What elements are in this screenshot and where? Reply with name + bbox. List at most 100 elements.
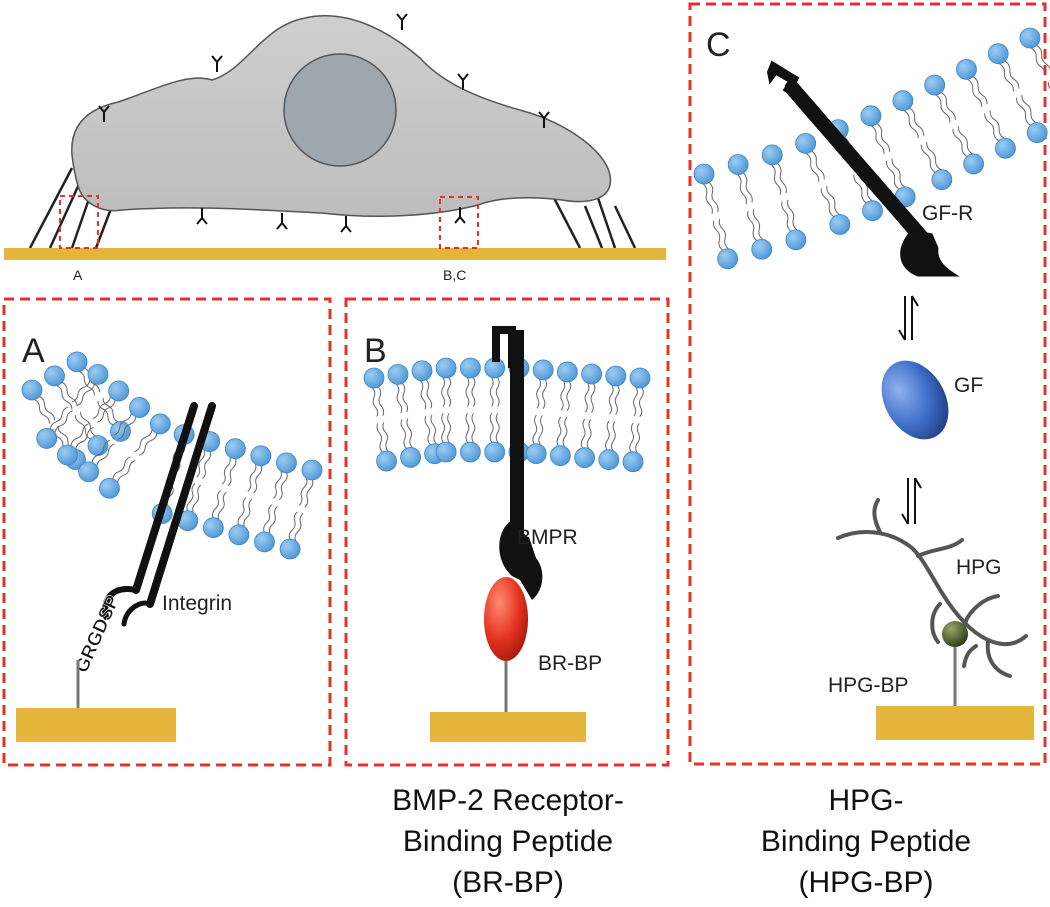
panel-a-lipid-head-bottom [87, 435, 109, 456]
substrate-b [430, 712, 586, 742]
panel-c-lipid-head-top [693, 163, 715, 185]
bmpr-receptor [492, 326, 543, 600]
callout-label-a: A [73, 267, 83, 283]
panel-a-letter: A [22, 332, 45, 370]
caption-c-line-2: Binding Peptide [761, 825, 971, 858]
substrate-a [16, 708, 176, 742]
panel-c-lipid-head-top [795, 132, 817, 154]
callout-label-bc: B,C [443, 267, 466, 283]
equilibrium-arrow-2 [901, 477, 922, 525]
panel-a-lipid-head-top [129, 397, 150, 418]
panel-b-lipid-head-bottom [484, 441, 506, 463]
panel-c-lipid-head-top [924, 74, 946, 96]
callout-box-a [59, 195, 99, 249]
panel-a-lipid-head-top [87, 363, 109, 385]
panel-b-lipid-head-top [581, 363, 602, 385]
panel-b-lipid-head-bottom [574, 447, 596, 469]
panel-a-lipid-head-top [301, 459, 323, 481]
caption-c: HPG- Binding Peptide (HPG-BP) [761, 784, 971, 899]
cell-overview: A B,C [4, 13, 666, 283]
panel-c-lipid-head-top [727, 154, 749, 175]
caption-c-line-3: (HPG-BP) [799, 866, 934, 899]
panel-c-lipid-head-bottom [751, 238, 773, 260]
panel-b-lipid-head-bottom [598, 449, 620, 471]
panel-c-lipid-head-top [892, 90, 914, 112]
panel-b-lipid-head-top [532, 359, 554, 381]
hpg-bp-peptide [942, 621, 968, 647]
br-bp-label: BR-BP [538, 652, 602, 675]
surface-receptors [98, 13, 550, 233]
panel-b-lipid-head-bottom [525, 443, 547, 465]
integrin [102, 402, 216, 627]
panel-a-lipid-head-bottom [279, 538, 301, 560]
panel-b-lipid-head-top [387, 363, 409, 385]
panel-c: C GF-R GF [706, 26, 1034, 740]
panel-b-lipid-head-bottom [622, 451, 644, 473]
panel-b-lipid-head-bottom [376, 450, 397, 472]
cell-nucleus [283, 53, 397, 167]
panel-c-lipid-head-bottom [994, 137, 1016, 159]
callout-box-bc [439, 196, 479, 249]
panel-a-lipid-head-bottom [228, 524, 250, 546]
panel-c-letter: C [706, 26, 731, 64]
panel-c-lipid-head-bottom [717, 248, 739, 270]
lipid-bilayer-b [363, 357, 651, 473]
panel-b-lipid-head-top [629, 367, 651, 389]
panel-b-lipid-head-top [605, 365, 627, 387]
br-bp-peptide [484, 577, 528, 661]
panel-a-lipid-head-top [276, 452, 297, 474]
panel-b-lipid-head-bottom [435, 441, 457, 463]
cell-tethers [28, 167, 637, 249]
panel-a-lipid-head-bottom [99, 477, 120, 499]
caption-b: BMP-2 Receptor- Binding Peptide (BR-BP) [392, 784, 624, 899]
panel-c-frame [688, 2, 1047, 766]
panel-c-lipid-head-top [987, 43, 1009, 65]
panel-b-lipid-head-top [459, 357, 481, 379]
gf-label: GF [954, 374, 983, 397]
panel-b-frame [344, 297, 670, 767]
panel-c-lipid-head-top [1019, 27, 1041, 49]
caption-b-line-1: BMP-2 Receptor- [392, 784, 624, 817]
integrin-label: Integrin [162, 592, 232, 615]
overview-substrate [4, 248, 666, 260]
panel-a-lipid-head-bottom [78, 461, 100, 483]
panel-a-lipid-head-top [149, 413, 171, 435]
panel-c-lipid-head-bottom [829, 214, 851, 235]
caption-b-line-3: (BR-BP) [452, 866, 564, 899]
panel-a-lipid-head-bottom [36, 428, 58, 449]
panel-c-lipid-head-top [956, 58, 977, 80]
panel-c-lipid-head-top [761, 144, 783, 166]
caption-c-line-1: HPG- [829, 784, 904, 817]
growth-factor [881, 360, 949, 440]
panel-a-lipid-head-top [66, 351, 88, 373]
panel-c-lipid-head-bottom [785, 229, 807, 251]
panel-a-lipid-head-bottom [57, 444, 78, 466]
caption-b-line-2: Binding Peptide [403, 825, 613, 858]
panel-b-lipid-head-bottom [459, 441, 481, 463]
panel-c-lipid-head-bottom [1026, 122, 1048, 143]
panel-a-lipid-head-top [250, 445, 272, 467]
panel-c-lipid-head-bottom [963, 153, 985, 175]
panel-a-lipid-head-top [108, 380, 130, 402]
hpg-bp-label: HPG-BP [828, 674, 909, 697]
equilibrium-arrow-1 [898, 295, 919, 341]
panel-a-lipid-head-bottom [110, 421, 131, 442]
panel-a-lipid-head-top [224, 438, 246, 460]
panel-b-lipid-head-top [411, 360, 433, 382]
panel-b: B BMPR BR-BP [364, 326, 602, 742]
panel-c-lipid-head-top [860, 105, 882, 127]
panel-b-lipid-head-top [435, 357, 457, 379]
panel-b-lipid-head-bottom [550, 445, 571, 467]
hpg-proteoglycan [836, 498, 1028, 678]
panel-a-frame [2, 297, 332, 767]
panel-a-lipid-head-top [21, 379, 43, 401]
hpg-label: HPG [956, 556, 1002, 579]
panel-b-lipid-head-bottom [400, 447, 421, 468]
bmpr-label: BMPR [517, 526, 578, 549]
panel-b-letter: B [364, 332, 387, 370]
substrate-c [876, 706, 1034, 740]
panel-b-lipid-head-top [363, 367, 385, 389]
panel-a-lipid-head-top [44, 365, 65, 387]
panel-c-lipid-head-bottom [931, 169, 953, 191]
